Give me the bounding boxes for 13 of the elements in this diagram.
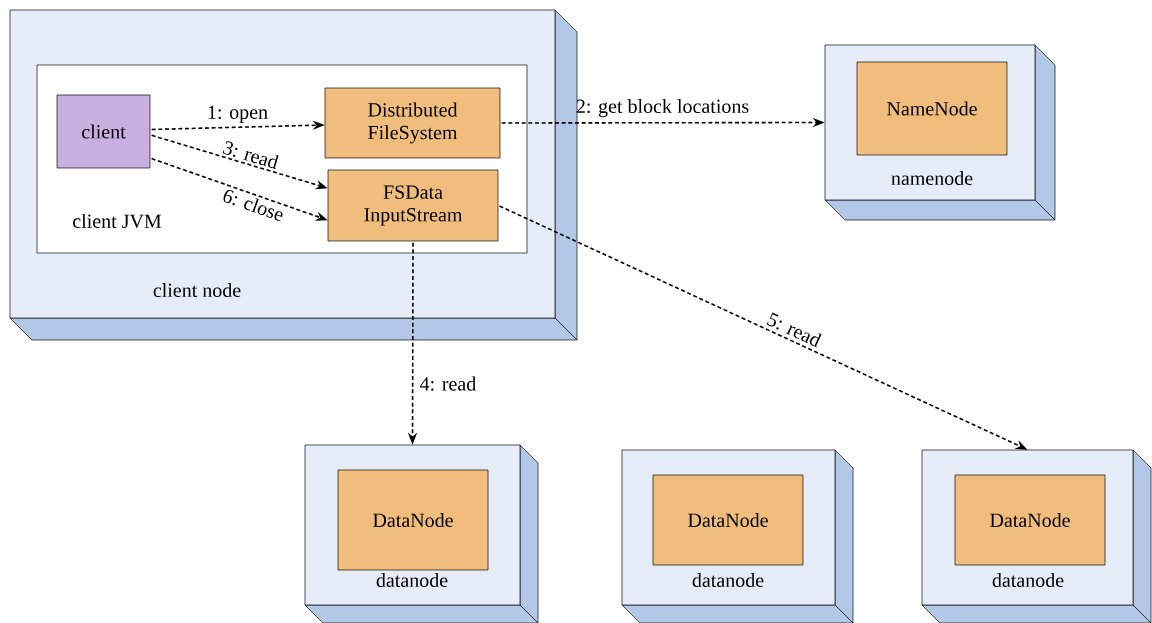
component-box: DataNode (954, 474, 1106, 566)
edge-label: 4: read (420, 376, 476, 391)
component-box: DataNode (652, 474, 804, 566)
client-box: client (56, 94, 151, 169)
component-box: FSData InputStream (327, 169, 499, 242)
component-box: Distributed FileSystem (324, 87, 501, 159)
edge-label: 1: open (208, 105, 268, 123)
edge-label: 6: close (223, 189, 283, 221)
component-box: NameNode (856, 61, 1008, 156)
edge-label: 2: get block locations (576, 98, 749, 118)
edge-label: 5: read (766, 312, 822, 348)
component-box: DataNode (337, 469, 489, 571)
edge-label: 3: read (222, 141, 279, 170)
